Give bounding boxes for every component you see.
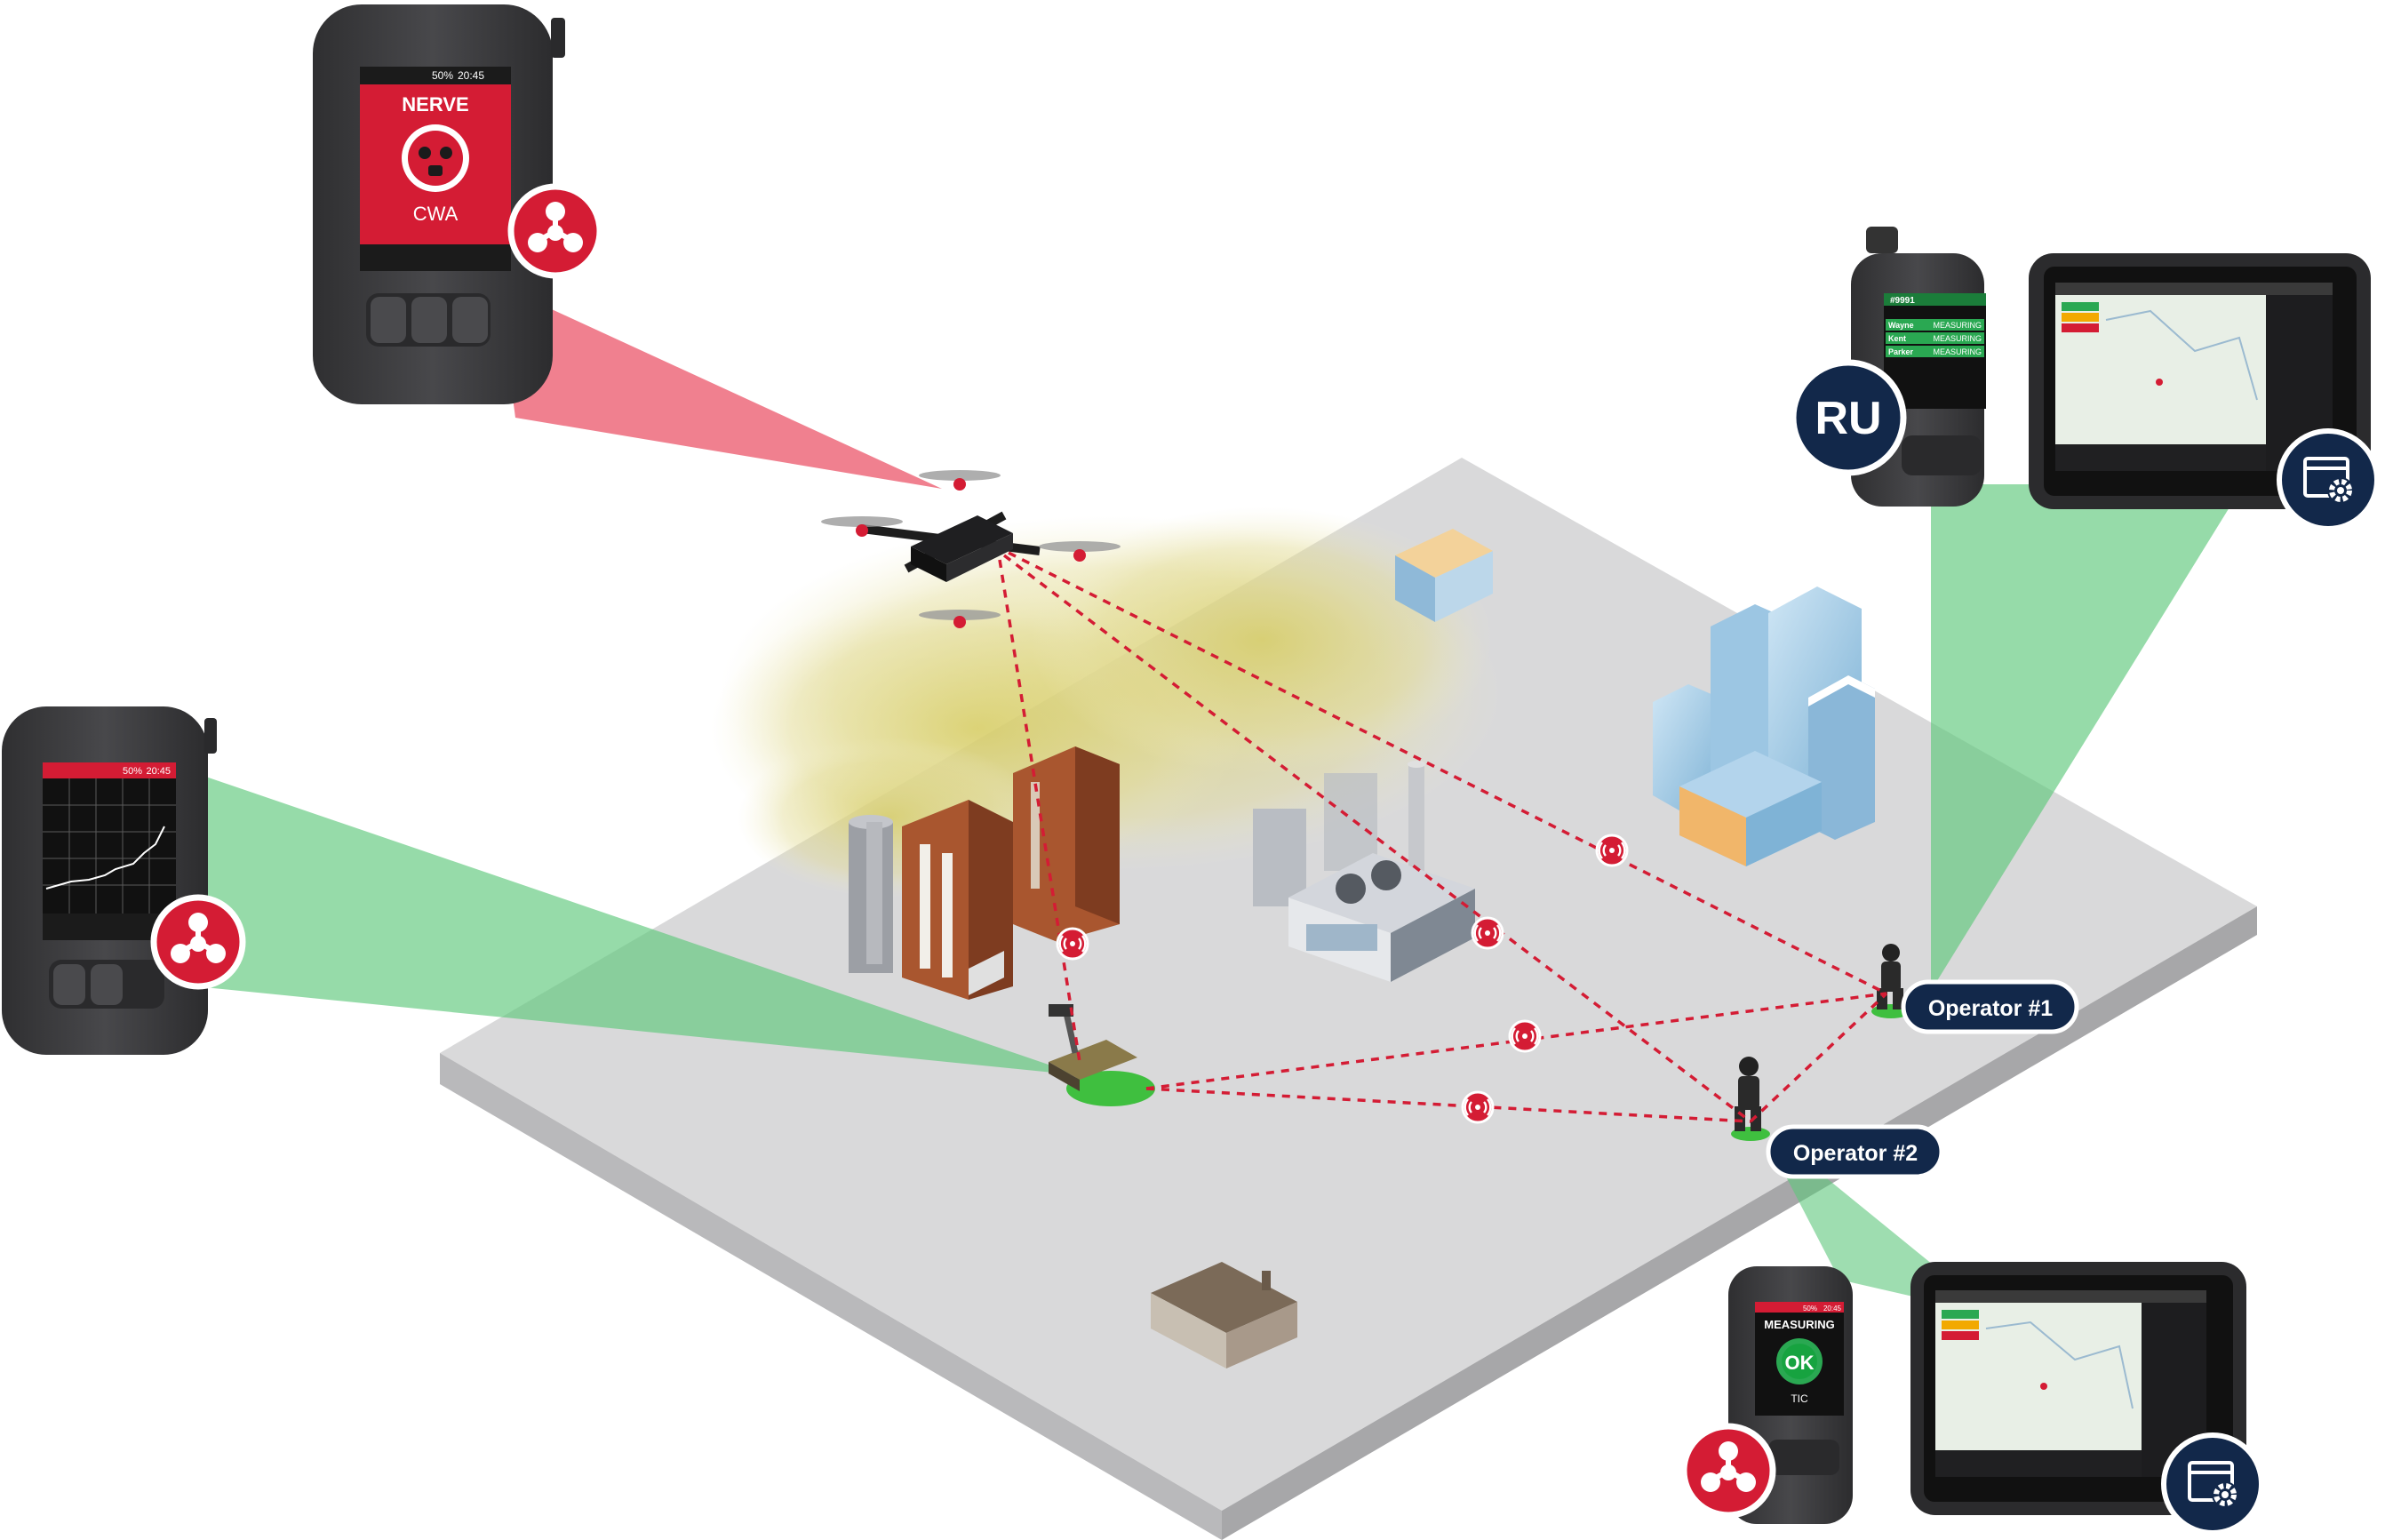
- ru-row-state: MEASURING: [1933, 334, 1982, 343]
- operator-2-name: Operator #2: [1793, 1141, 1918, 1166]
- beam-graph-to-robot: [195, 773, 1080, 1075]
- factory-left: [849, 746, 1120, 1000]
- battery-level: 50%: [1803, 1305, 1817, 1313]
- ru-row-name: Wayne: [1888, 321, 1914, 330]
- detector-nerve: 20:45 50% NERVE CWA: [313, 4, 565, 404]
- ru-row-name: Parker: [1888, 347, 1914, 356]
- ru-row-state: MEASURING: [1933, 347, 1982, 356]
- operator-1-figure: [1871, 944, 1910, 1018]
- biohazard-trefoil-icon: [1684, 1426, 1773, 1515]
- class-label: CWA: [413, 203, 459, 225]
- measuring-state: MEASURING: [1764, 1318, 1834, 1331]
- beam-operator1-to-ru: [1931, 484, 2244, 991]
- battery-level: 50%: [432, 69, 453, 82]
- mesh-network-links: [998, 551, 1888, 1123]
- wireless-signal-icon: [1471, 916, 1504, 950]
- warehouse: [1151, 1262, 1297, 1368]
- beam-drone-to-nerve: [498, 284, 942, 489]
- ru-row-state: MEASURING: [1933, 321, 1982, 330]
- ru-row-name: Kent: [1888, 334, 1906, 343]
- beams: [195, 284, 2244, 1315]
- wireless-signal-icon: [1056, 927, 1089, 961]
- wireless-signal-icon: [1461, 1090, 1495, 1124]
- biohazard-trefoil-icon: [154, 898, 243, 986]
- app-settings-icon: [2164, 1435, 2261, 1533]
- app-settings-icon: [2279, 431, 2377, 529]
- detector-graph: 20:45 50%: [2, 706, 217, 1055]
- ru-badge: RU: [1790, 359, 1907, 476]
- biohazard-trefoil-icon: [511, 187, 600, 275]
- operator-2-label: Operator #2: [1766, 1124, 1944, 1179]
- operator-1-name: Operator #1: [1928, 996, 2053, 1021]
- status-clock: 20:45: [458, 69, 484, 82]
- operator-2-figure: [1731, 1057, 1770, 1141]
- result-ok: OK: [1785, 1352, 1815, 1374]
- status-clock: 20:45: [146, 766, 171, 777]
- gas-cloud: [711, 507, 1502, 898]
- detector-ru: #9991 Wayne MEASURING Kent MEASURING Par…: [1851, 227, 1986, 507]
- small-office-building: [1395, 529, 1493, 622]
- industrial-plant-center: [1253, 761, 1475, 982]
- agent-label: NERVE: [402, 93, 468, 116]
- ground-robot: [1049, 1004, 1155, 1106]
- class-label: TIC: [1791, 1392, 1808, 1405]
- gas-mask-icon: [402, 124, 469, 192]
- drone: [821, 470, 1121, 628]
- tablet-top: [2029, 253, 2371, 509]
- ru-label: RU: [1815, 393, 1881, 444]
- city-towers: [1653, 586, 1875, 866]
- wireless-signal-icon: [1508, 1019, 1542, 1053]
- status-clock: 20:45: [1823, 1305, 1842, 1313]
- tablet-bottom: [1910, 1262, 2246, 1515]
- trend-line: [45, 826, 165, 890]
- operator-1-label: Operator #1: [1901, 979, 2079, 1034]
- battery-level: 50%: [123, 766, 142, 777]
- wireless-signal-icon: [1595, 834, 1629, 867]
- unit-id: #9991: [1890, 296, 1915, 306]
